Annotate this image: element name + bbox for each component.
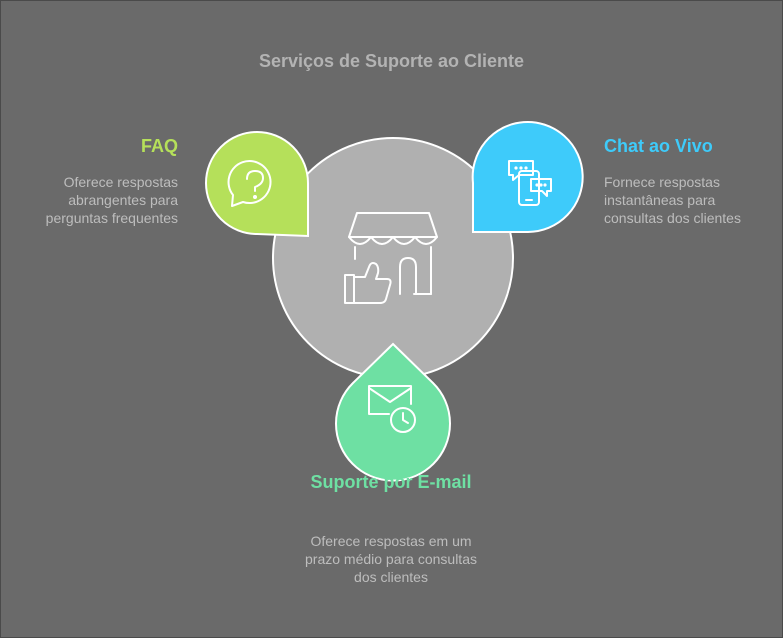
question-bubble-icon xyxy=(227,160,272,207)
faq-title: FAQ xyxy=(140,136,178,156)
email-title: Suporte por E-mail xyxy=(310,472,472,492)
chat-description: Fornece respostas instantâneas para cons… xyxy=(604,174,741,226)
email-description: Oferece respostas em um prazo médio para… xyxy=(305,533,477,585)
storefront-thumbs-up-icon xyxy=(344,212,438,304)
envelope-clock-icon xyxy=(368,385,416,433)
faq-description: Oferece respostas abrangentes para pergu… xyxy=(45,174,178,226)
chat-title: Chat ao Vivo xyxy=(604,136,713,156)
phone-chat-icon xyxy=(508,160,552,206)
faq-node xyxy=(205,131,309,238)
chat-node xyxy=(471,121,584,233)
diagram-title: Serviços de Suporte ao Cliente xyxy=(258,51,525,71)
